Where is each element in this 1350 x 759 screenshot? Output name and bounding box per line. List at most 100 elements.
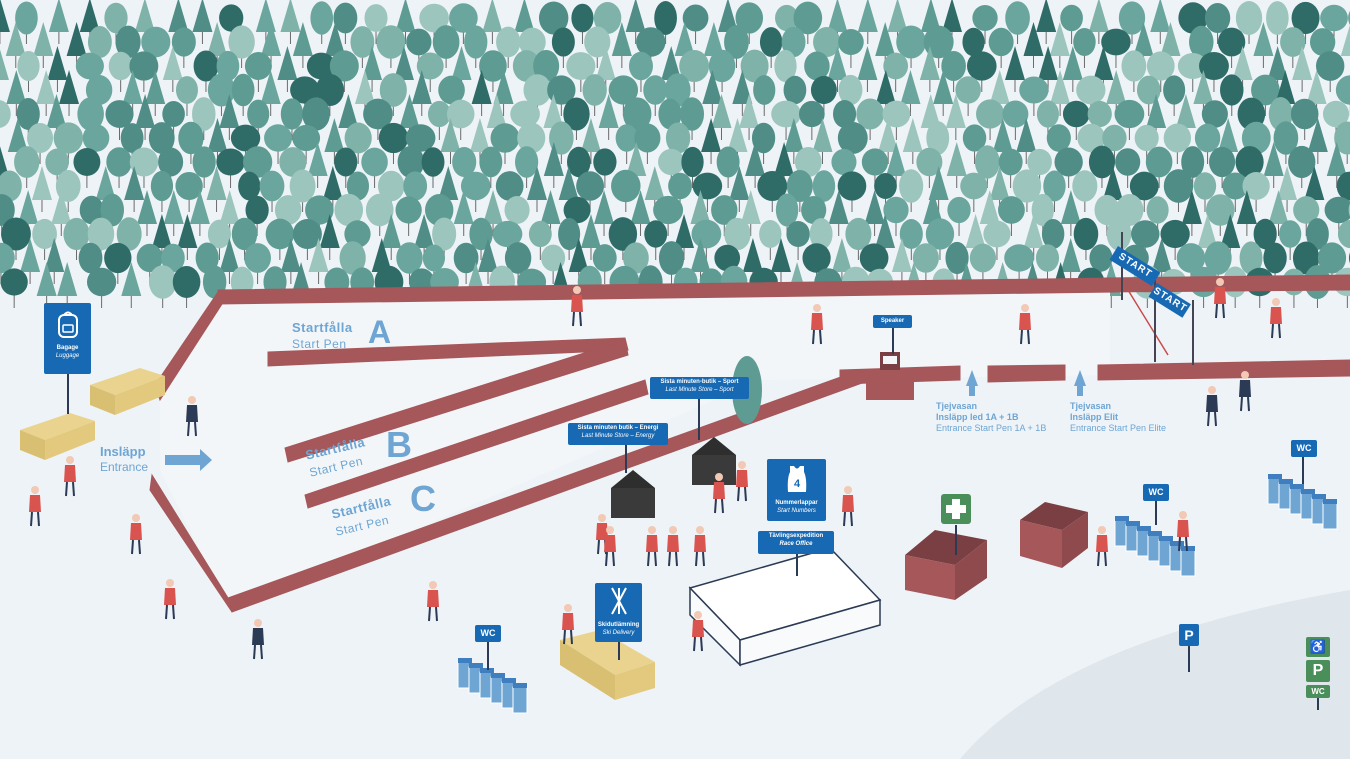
tree <box>479 50 507 92</box>
tree <box>1181 190 1202 236</box>
tree <box>1199 51 1229 92</box>
tree <box>308 238 329 284</box>
tree <box>1101 28 1131 68</box>
tree <box>1334 121 1350 164</box>
tree <box>1288 145 1316 188</box>
tree <box>490 123 520 164</box>
tree <box>1315 51 1345 92</box>
tree <box>634 123 661 164</box>
tree <box>231 73 255 116</box>
tree <box>137 190 158 236</box>
wc-pole-3 <box>1302 456 1304 484</box>
tree <box>1136 75 1161 116</box>
entrance-1a1b-label: Tjejvasan Insläpp led 1A + 1B Entrance S… <box>936 401 1046 434</box>
store-energy-pole <box>625 445 627 473</box>
tree <box>1036 0 1057 44</box>
person <box>164 579 176 620</box>
tree <box>745 142 766 188</box>
person <box>571 286 583 327</box>
entrance-subtitle: Entrance <box>100 460 149 474</box>
tree <box>580 214 601 260</box>
person <box>252 619 264 660</box>
tree <box>1277 166 1298 212</box>
parking-pole <box>1188 646 1190 672</box>
tree <box>362 46 383 92</box>
store-energy-sign: Sista minuten butik – Energi Last Minute… <box>568 423 668 445</box>
tree <box>245 195 269 236</box>
person <box>1214 278 1226 319</box>
tree <box>108 51 133 92</box>
green-sign-pole <box>1317 698 1319 710</box>
tree <box>786 169 813 212</box>
tent-energy <box>611 470 655 518</box>
person <box>1177 511 1189 552</box>
speaker-booth <box>866 352 914 400</box>
tree <box>1150 0 1171 44</box>
tree <box>1251 74 1280 116</box>
tree <box>1035 244 1060 284</box>
fence-pen-a <box>267 337 629 367</box>
tree <box>51 190 72 236</box>
race-office-tent <box>688 547 882 667</box>
forest <box>0 0 1350 308</box>
tree <box>277 46 298 92</box>
tree <box>757 170 788 212</box>
tree <box>482 0 503 44</box>
tree <box>1209 146 1236 188</box>
tree <box>900 70 921 116</box>
tree <box>178 121 204 164</box>
tree <box>681 146 704 188</box>
tree <box>783 118 804 164</box>
tree <box>1118 1 1146 44</box>
race-office-pole <box>796 554 798 576</box>
pen-b-letter: B <box>386 424 412 465</box>
accessible-sign: ♿ <box>1306 637 1330 657</box>
tree <box>1307 118 1328 164</box>
tree <box>1062 46 1083 92</box>
tree <box>708 49 736 92</box>
tree <box>496 26 521 68</box>
wc-sign-3: WC <box>1291 440 1317 457</box>
tree <box>1335 75 1350 116</box>
tree <box>946 142 967 188</box>
tree <box>449 3 478 44</box>
tree <box>265 218 295 260</box>
store-sport-title: Sista minuten-butik – Sport <box>660 379 739 385</box>
tree <box>759 220 782 260</box>
tree <box>739 94 760 140</box>
tree <box>319 214 340 260</box>
tree <box>421 147 445 188</box>
entrance-elite-label: Tjejvasan Insläpp Elit Entrance Start Pe… <box>1070 401 1166 434</box>
tree <box>615 124 638 164</box>
pen-a-subtitle: Start Pen <box>292 337 347 351</box>
entrance-elite-line3: Entrance Start Pen Elite <box>1070 423 1167 433</box>
tree <box>17 51 40 92</box>
tree <box>1204 3 1231 44</box>
person <box>427 581 439 622</box>
person <box>1270 298 1282 339</box>
tree <box>916 147 943 188</box>
tree <box>0 146 9 176</box>
tree <box>711 195 738 236</box>
tree <box>47 46 68 92</box>
speaker-pole <box>892 328 894 354</box>
portable-toilets <box>457 474 1338 714</box>
tree <box>827 46 848 92</box>
tree <box>219 238 240 284</box>
tree <box>148 265 177 308</box>
ski-delivery-truck <box>560 630 655 700</box>
store-energy-subtitle: Last Minute Store – Energy <box>581 433 655 439</box>
tree <box>31 166 52 212</box>
start-rope <box>1127 289 1169 356</box>
tree <box>365 193 394 236</box>
person <box>604 526 616 567</box>
tree <box>1236 190 1257 236</box>
tree <box>193 50 219 92</box>
tree <box>344 122 372 164</box>
entrance-1a1b-line3: Entrance Start Pen 1A + 1B <box>936 423 1047 433</box>
tree <box>857 0 878 44</box>
person <box>811 304 823 345</box>
tree <box>680 97 705 140</box>
tree <box>350 26 375 68</box>
tree <box>732 70 753 116</box>
